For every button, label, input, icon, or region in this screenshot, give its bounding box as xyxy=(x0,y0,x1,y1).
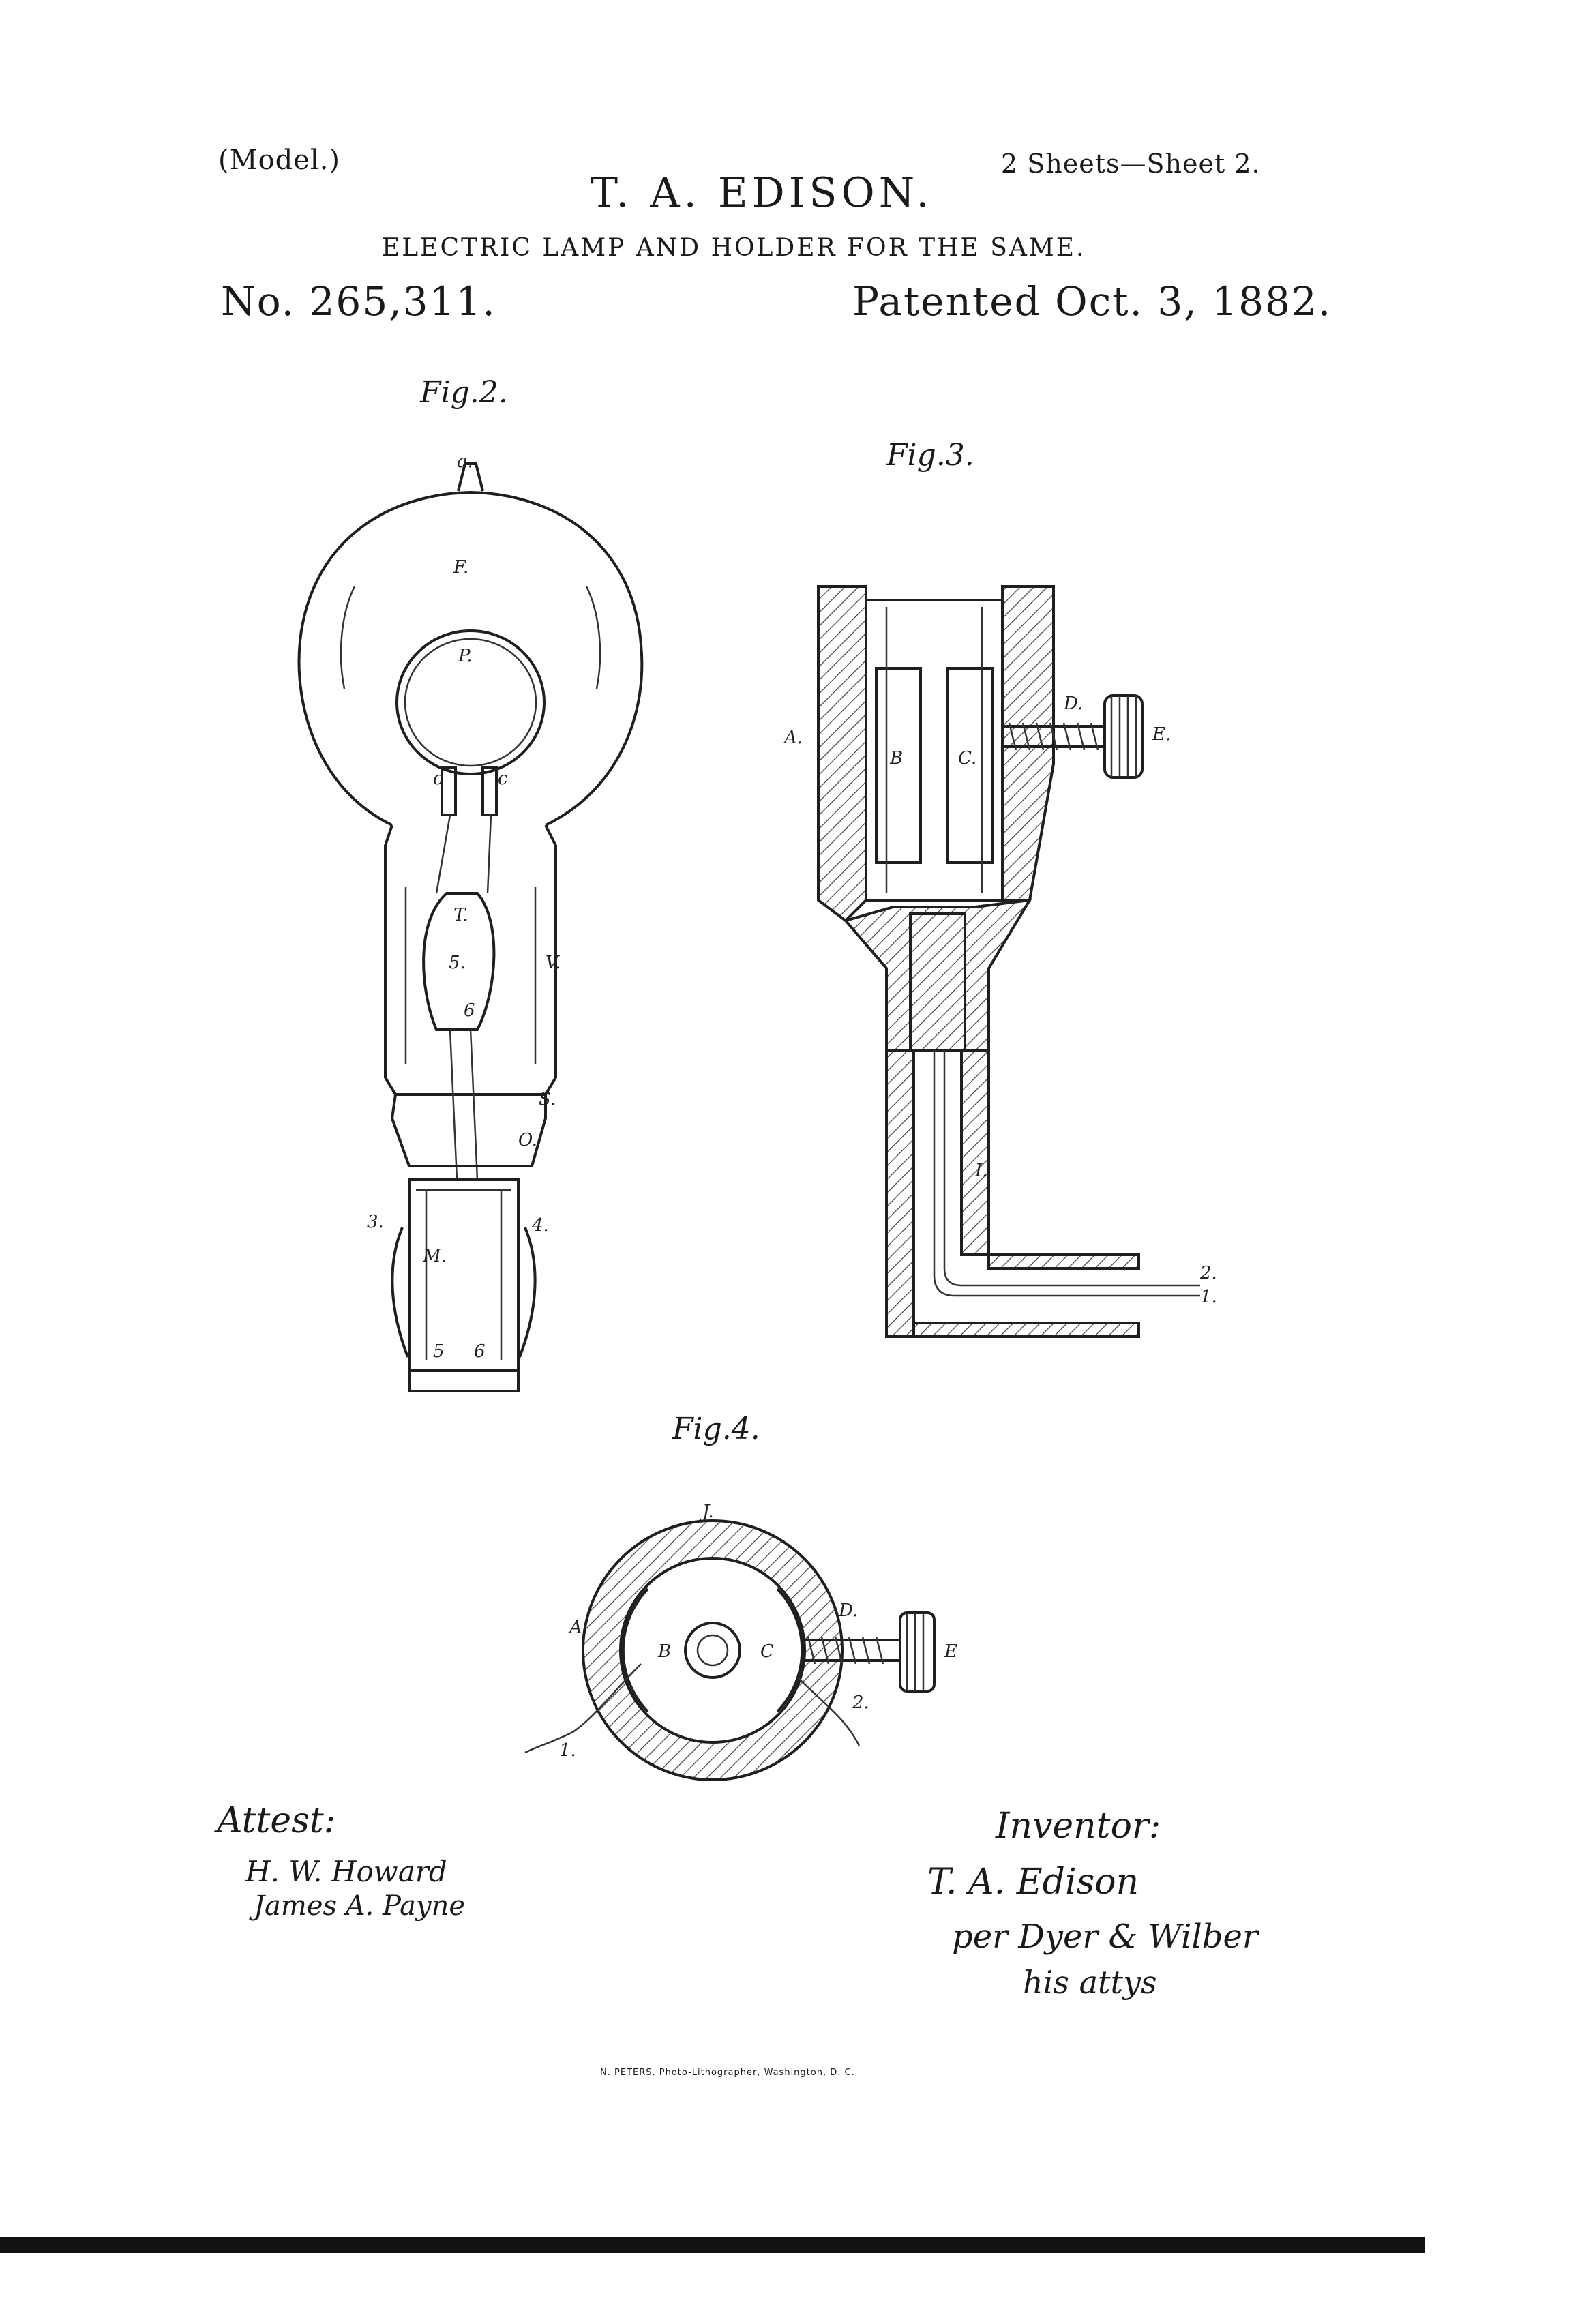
svg-text:5.: 5. xyxy=(449,953,466,973)
svg-text:A.: A. xyxy=(568,1618,588,1638)
svg-text:1.: 1. xyxy=(1200,1287,1217,1307)
fig2-lamp-drawing: a. F. P. c c T. 5. 6 V. S. O. 3. 4. M. 5… xyxy=(297,451,644,1392)
svg-text:6: 6 xyxy=(474,1341,486,1362)
svg-text:J.: J. xyxy=(699,1502,714,1522)
svg-text:B: B xyxy=(889,748,903,769)
svg-text:E: E xyxy=(944,1641,957,1662)
svg-text:1.: 1. xyxy=(559,1740,576,1761)
svg-text:3.: 3. xyxy=(367,1212,384,1232)
svg-text:c: c xyxy=(433,769,443,789)
svg-text:I.: I. xyxy=(974,1161,988,1181)
scan-edge-bar xyxy=(0,2237,1425,2253)
patent-drawings: a. F. P. c c T. 5. 6 V. S. O. 3. 4. M. 5… xyxy=(297,451,1217,1781)
witness-signature-1: H. W. Howard xyxy=(245,1855,447,1888)
svg-text:M.: M. xyxy=(422,1246,447,1266)
svg-text:C: C xyxy=(760,1641,774,1662)
svg-text:S.: S. xyxy=(539,1089,556,1109)
svg-text:E.: E. xyxy=(1152,724,1171,745)
inventor-signature: T. A. Edison xyxy=(927,1862,1139,1903)
attorneys-line: per Dyer & Wilber xyxy=(952,1918,1258,1956)
svg-text:2.: 2. xyxy=(1199,1263,1217,1283)
patent-number: No. 265,311. xyxy=(221,278,496,325)
svg-text:a.: a. xyxy=(457,451,473,472)
sheet-count: 2 Sheets—Sheet 2. xyxy=(1001,149,1261,179)
svg-text:A.: A. xyxy=(783,728,803,748)
svg-text:6: 6 xyxy=(464,1000,475,1021)
fig2-caption: Fig.2. xyxy=(420,375,508,410)
svg-text:C.: C. xyxy=(958,748,976,769)
svg-text:O.: O. xyxy=(518,1130,537,1150)
svg-text:D.: D. xyxy=(1063,694,1083,714)
fig3-caption: Fig.3. xyxy=(886,438,974,473)
svg-text:P.: P. xyxy=(458,646,473,666)
model-label: (Model.) xyxy=(218,145,341,176)
svg-text:V.: V. xyxy=(546,953,561,973)
inventor-name: T. A. EDISON. xyxy=(591,169,934,217)
svg-text:5: 5 xyxy=(433,1341,445,1362)
inventor-label: Inventor: xyxy=(996,1806,1161,1847)
svg-text:B: B xyxy=(657,1641,671,1662)
witness-signature-2: James A. Payne xyxy=(254,1890,466,1922)
svg-text:2.: 2. xyxy=(852,1693,869,1713)
fig3-holder-drawing: A. B C. D. E. I. 2. 1. xyxy=(783,585,1217,1338)
svg-text:T.: T. xyxy=(453,905,468,925)
fig4-caption: Fig.4. xyxy=(672,1412,760,1446)
printer-credit: N. PETERS. Photo-Lithographer, Washingto… xyxy=(600,2068,855,2078)
attorneys-suffix: his attys xyxy=(1023,1964,1157,2001)
svg-text:4.: 4. xyxy=(531,1215,549,1236)
patent-date: Patented Oct. 3, 1882. xyxy=(852,278,1332,325)
svg-text:c: c xyxy=(498,769,508,789)
svg-text:F.: F. xyxy=(453,557,468,578)
fig4-holder-plan-drawing: J. A. B C D. E 1. 2. xyxy=(524,1502,957,1781)
patent-title: ELECTRIC LAMP AND HOLDER FOR THE SAME. xyxy=(382,234,1086,262)
attest-label: Attest: xyxy=(217,1800,336,1841)
svg-text:D.: D. xyxy=(838,1600,858,1621)
